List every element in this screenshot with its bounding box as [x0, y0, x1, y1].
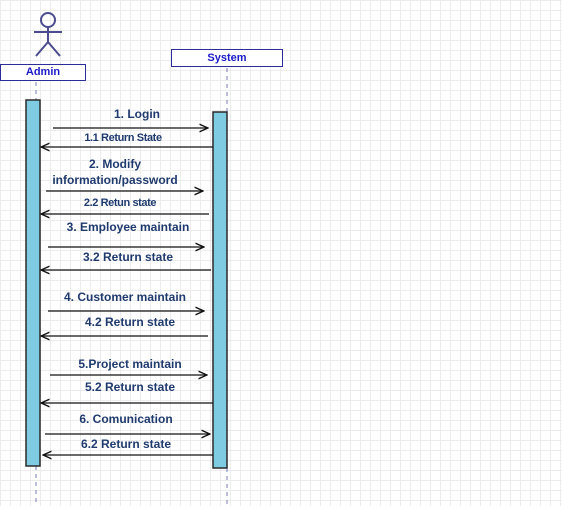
admin-actor-icon-left-leg: [35, 41, 49, 57]
message-label-3-line-1: 2. Modify: [89, 157, 141, 171]
system-lifeline-header[interactable]: System: [171, 49, 283, 67]
admin-activation-bar[interactable]: [25, 99, 41, 467]
system-activation-bar[interactable]: [212, 111, 228, 469]
message-label-3-line-2: information/password: [52, 173, 177, 187]
admin-actor-icon-head: [40, 12, 56, 28]
message-label-8: 4.2 Return state: [85, 315, 175, 329]
message-label-1: 1. Login: [114, 107, 160, 121]
admin-label: Admin: [25, 66, 61, 78]
message-label-9: 5.Project maintain: [78, 357, 181, 371]
message-label-11: 6. Comunication: [79, 412, 172, 426]
message-label-7: 4. Customer maintain: [64, 290, 186, 304]
admin-lifeline-header[interactable]: Admin: [0, 64, 86, 81]
admin-actor-icon-right-leg: [47, 41, 61, 57]
message-label-2: 1.1 Return State: [84, 132, 162, 144]
message-label-6: 3.2 Return state: [83, 250, 173, 264]
message-label-4: 2.2 Retun state: [84, 197, 157, 209]
message-label-10: 5.2 Return state: [85, 380, 175, 394]
system-label: System: [207, 52, 247, 64]
message-label-12: 6.2 Return state: [81, 437, 171, 451]
message-label-5: 3. Employee maintain: [67, 220, 190, 234]
